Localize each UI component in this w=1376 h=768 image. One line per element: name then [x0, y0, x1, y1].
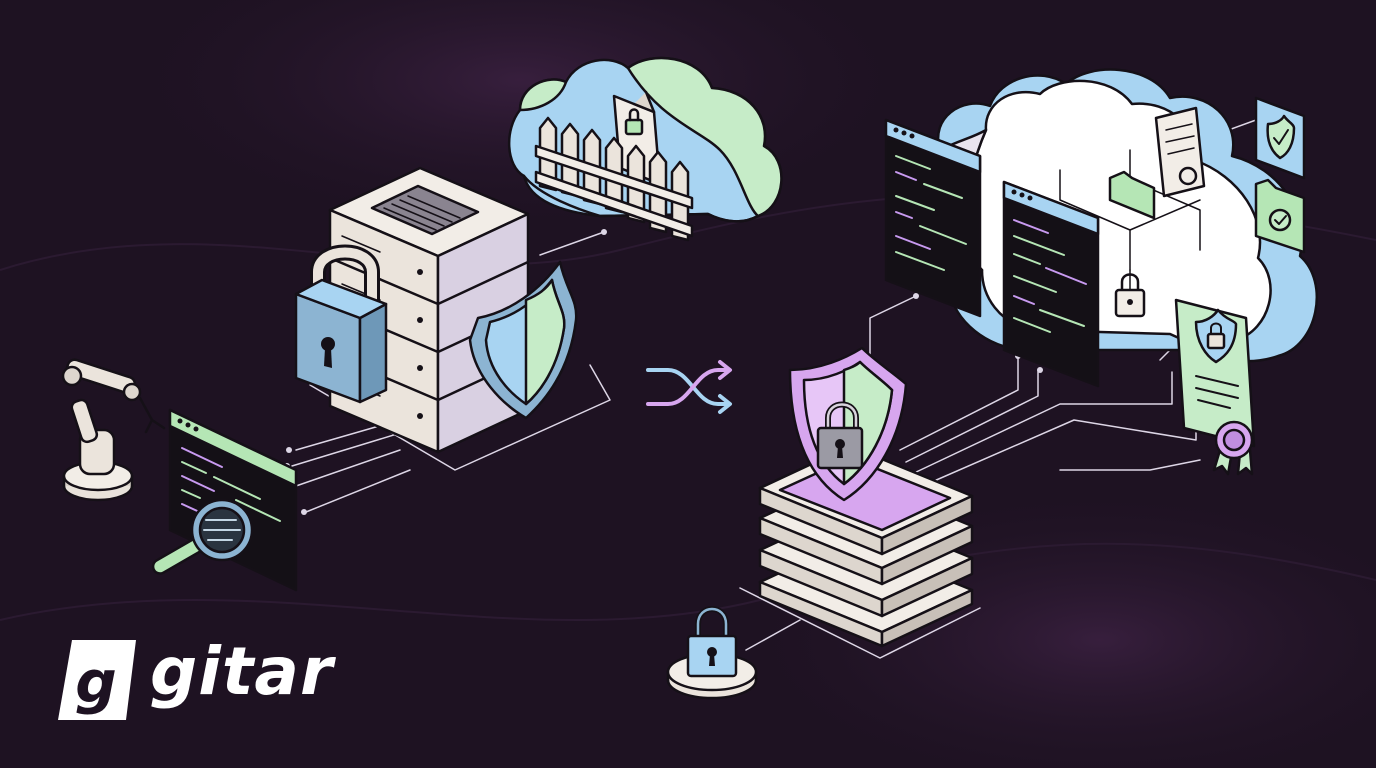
- shield-icon: [468, 260, 578, 420]
- background-wave: [0, 542, 1376, 621]
- code-window-icon: [884, 118, 982, 318]
- folder-icon: [1108, 170, 1156, 220]
- logo-mark-glyph: g: [75, 648, 117, 716]
- folder-icon: [1254, 178, 1306, 254]
- padlock-icon: [294, 244, 388, 404]
- padlock-icon: [666, 606, 758, 700]
- document-lock-icon: [612, 90, 662, 186]
- magnifier-icon: [151, 498, 254, 575]
- connector-dot: [601, 229, 607, 235]
- ribbon-badge-icon: [1212, 420, 1254, 476]
- robot-arm-icon: [61, 358, 166, 502]
- connector-dot: [301, 509, 307, 515]
- connector-dot: [913, 293, 919, 299]
- brand-logo: g gitar: [50, 630, 350, 730]
- certificate-icon: [1174, 298, 1256, 448]
- connector-dot: [286, 447, 292, 453]
- secure-stack-icon: [758, 444, 974, 648]
- shield-check-icon: [1254, 96, 1306, 180]
- code-window-icon: [1002, 180, 1100, 388]
- brand-name: gitar: [150, 633, 334, 710]
- connector-dot: [1037, 367, 1043, 373]
- shuffle-icon: [646, 360, 732, 414]
- padlock-icon: [816, 401, 864, 470]
- logo-mark-icon: g: [58, 640, 136, 720]
- certificate-icon: [1154, 106, 1206, 198]
- padlock-icon: [1114, 273, 1146, 318]
- fence-icon: [534, 116, 694, 242]
